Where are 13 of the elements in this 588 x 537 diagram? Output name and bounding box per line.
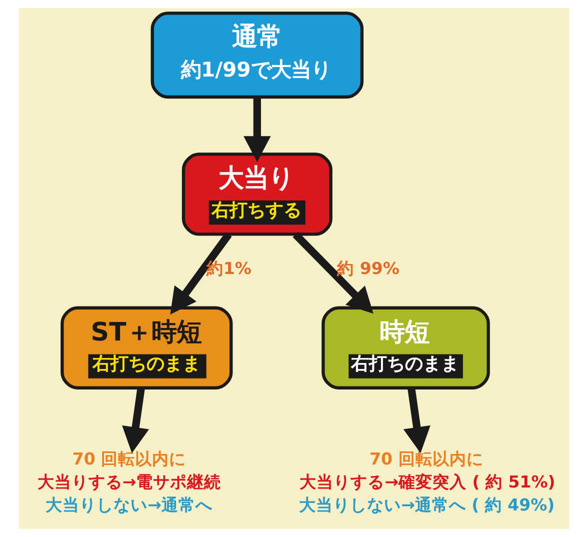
arrow bbox=[170, 232, 232, 314]
arrow bbox=[122, 387, 150, 454]
edge-label: 約 99% bbox=[337, 259, 400, 278]
node-text: 70 回転以内に 大当りする→電サポ継続 大当りしない→通常へ bbox=[37, 450, 222, 514]
arrow bbox=[244, 97, 271, 162]
edge-label: 約1% bbox=[206, 259, 252, 278]
arrow bbox=[403, 387, 430, 454]
node-box: 大当り 右打ちする bbox=[182, 152, 332, 236]
arrow bbox=[292, 232, 374, 314]
node-text: 70 回転以内に 大当りする→確変突入 ( 約 51%) 大当りしない→通常へ ( 約 49%) bbox=[299, 450, 556, 514]
node-box: 通常 約1/99で大当り bbox=[150, 12, 364, 99]
node-box: 時短 右打ちのまま bbox=[322, 306, 490, 390]
node-box: ST＋時短 右打ちのまま bbox=[60, 306, 233, 390]
